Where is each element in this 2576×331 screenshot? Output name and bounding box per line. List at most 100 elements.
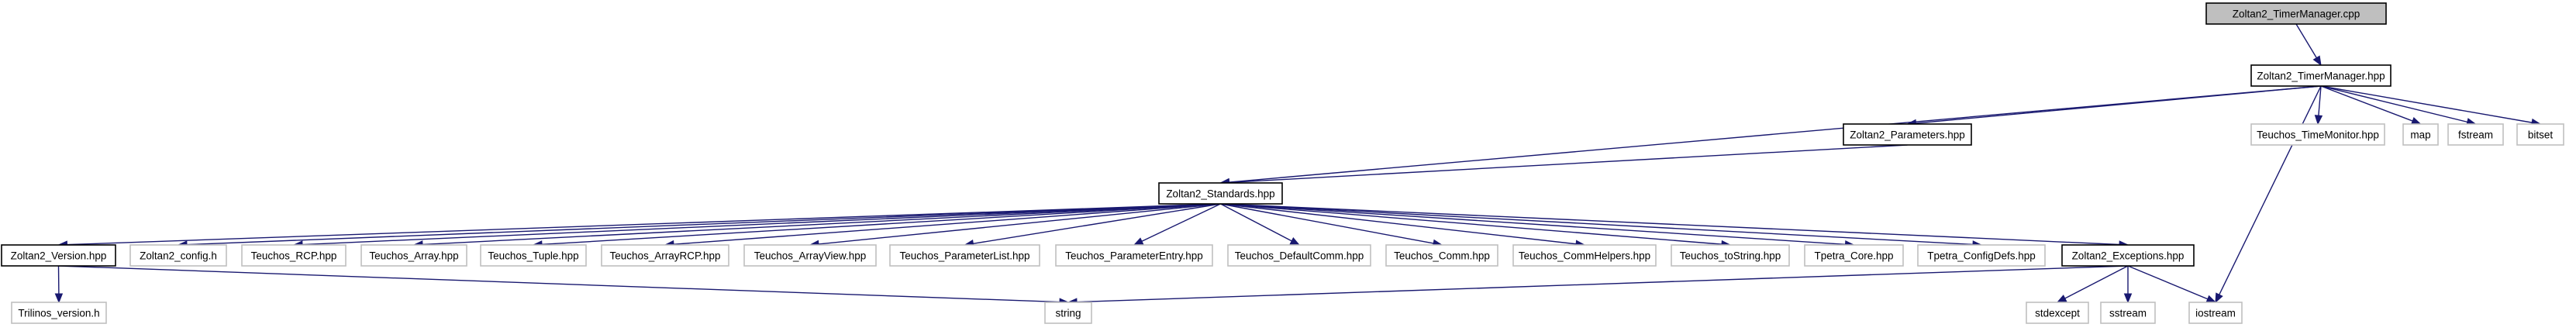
node-box <box>601 244 729 267</box>
node-box <box>2250 123 2385 146</box>
node-box <box>360 244 467 267</box>
node-n7[interactable]: Zoltan2_Standards.hpp <box>1158 182 1283 205</box>
node-box <box>2188 302 2243 324</box>
node-n1[interactable]: Zoltan2_TimerManager.hpp <box>2250 64 2392 87</box>
node-label: Trilinos_version.h <box>18 308 99 319</box>
edge-arrowhead <box>54 293 64 304</box>
node-label: Zoltan2_TimerManager.cpp <box>2233 9 2360 20</box>
edge-line <box>58 265 1060 303</box>
node-n17: Teuchos_DefaultComm.hpp <box>1227 244 1371 267</box>
node-label: Zoltan2_TimerManager.hpp <box>2257 71 2385 82</box>
node-n0[interactable]: Zoltan2_TimerManager.cpp <box>2205 2 2387 25</box>
edge-line <box>1220 203 1292 242</box>
node-n10: Teuchos_RCP.hpp <box>241 244 347 267</box>
edge-n8-n25 <box>58 265 1070 306</box>
node-label: Teuchos_DefaultComm.hpp <box>1235 250 1364 262</box>
node-n23[interactable]: Zoltan2_Exceptions.hpp <box>2061 244 2195 267</box>
edge-line <box>2320 85 2467 123</box>
node-box <box>2100 302 2156 324</box>
edge-arrowhead <box>2314 115 2323 126</box>
node-n4: map <box>2402 123 2439 146</box>
edge-n1-n28 <box>2215 85 2322 304</box>
node-n11: Teuchos_Array.hpp <box>360 244 467 267</box>
node-n8[interactable]: Zoltan2_Version.hpp <box>1 244 116 267</box>
edge-line <box>2127 265 2209 300</box>
node-label: Teuchos_ParameterEntry.hpp <box>1065 250 1203 262</box>
edge-n7-n20 <box>1220 203 1732 249</box>
node-box <box>1 244 116 267</box>
edge-line <box>302 203 1221 246</box>
node-box <box>1512 244 1657 267</box>
node-label: Teuchos_Comm.hpp <box>1394 250 1490 262</box>
edge-n1-n5 <box>2320 85 2477 126</box>
edges-layer <box>54 23 2542 306</box>
edge-line <box>973 203 1221 244</box>
edge-n23-n26 <box>2056 265 2129 303</box>
edge-line <box>186 203 1221 246</box>
edge-n7-n12 <box>532 203 1221 249</box>
edge-line <box>2219 85 2322 295</box>
node-n16: Teuchos_ParameterEntry.hpp <box>1055 244 1213 267</box>
edge-line <box>1141 203 1221 242</box>
edge-n1-n3 <box>2314 85 2323 126</box>
edge-line <box>1229 144 1908 184</box>
node-box <box>743 244 877 267</box>
node-n22: Tpetra_ConfigDefs.hpp <box>1917 244 2046 267</box>
node-label: Teuchos_TimeMonitor.hpp <box>2257 129 2379 141</box>
node-n28: iostream <box>2188 302 2243 324</box>
edge-n8-n24 <box>54 265 64 304</box>
node-box <box>1917 244 2046 267</box>
edge-line <box>1076 265 2129 303</box>
node-label: map <box>2410 129 2430 141</box>
node-box <box>2402 123 2439 146</box>
node-box <box>129 244 227 267</box>
node-box <box>1227 244 1371 267</box>
node-box <box>1843 123 1972 146</box>
node-label: Tpetra_Core.hpp <box>1814 250 1893 262</box>
edge-arrowhead <box>2215 292 2223 304</box>
node-n2[interactable]: Zoltan2_Parameters.hpp <box>1843 123 1972 146</box>
edge-line <box>2320 85 2413 122</box>
node-n5: fstream <box>2447 123 2504 146</box>
edge-line <box>2320 85 2533 123</box>
node-label: string <box>1055 308 1081 319</box>
edge-n7-n16 <box>1133 203 1221 246</box>
node-label: Teuchos_Array.hpp <box>369 250 458 262</box>
edge-line <box>1220 203 1577 245</box>
node-box <box>2205 2 2387 25</box>
edge-line <box>2318 85 2322 116</box>
node-box <box>889 244 1040 267</box>
node-box <box>2447 123 2504 146</box>
node-label: Teuchos_CommHelpers.hpp <box>1519 250 1650 262</box>
edge-n1-n7 <box>1219 85 2322 187</box>
edge-n7-n23 <box>1220 203 2129 249</box>
edge-line <box>818 203 1221 245</box>
edge-line <box>422 203 1221 246</box>
node-n14: Teuchos_ArrayView.hpp <box>743 244 877 267</box>
edge-line <box>1220 203 1434 244</box>
node-n6: bitset <box>2516 123 2564 146</box>
edge-arrowhead <box>2123 293 2133 304</box>
edge-n7-n17 <box>1220 203 1301 246</box>
node-n15: Teuchos_ParameterList.hpp <box>889 244 1040 267</box>
edge-n0-n1 <box>2295 23 2322 67</box>
node-box <box>2061 244 2195 267</box>
node-label: stdexcept <box>2035 308 2080 319</box>
node-box <box>1158 182 1283 205</box>
node-box <box>11 302 107 324</box>
edge-n7-n22 <box>1220 203 1983 249</box>
edge-n7-n19 <box>1220 203 1586 248</box>
node-label: Tpetra_ConfigDefs.hpp <box>1927 250 2036 262</box>
node-label: iostream <box>2195 308 2236 319</box>
node-n27: sstream <box>2100 302 2156 324</box>
edge-line <box>1220 203 2120 246</box>
edge-n23-n28 <box>2127 265 2217 303</box>
node-label: Teuchos_ArrayView.hpp <box>754 250 867 262</box>
node-n26: stdexcept <box>2026 302 2089 324</box>
node-box <box>2516 123 2564 146</box>
node-n3: Teuchos_TimeMonitor.hpp <box>2250 123 2385 146</box>
edge-line <box>541 203 1221 246</box>
node-label: Teuchos_ParameterList.hpp <box>899 250 1029 262</box>
node-label: Zoltan2_Version.hpp <box>11 250 107 262</box>
node-n18: Teuchos_Comm.hpp <box>1385 244 1498 267</box>
